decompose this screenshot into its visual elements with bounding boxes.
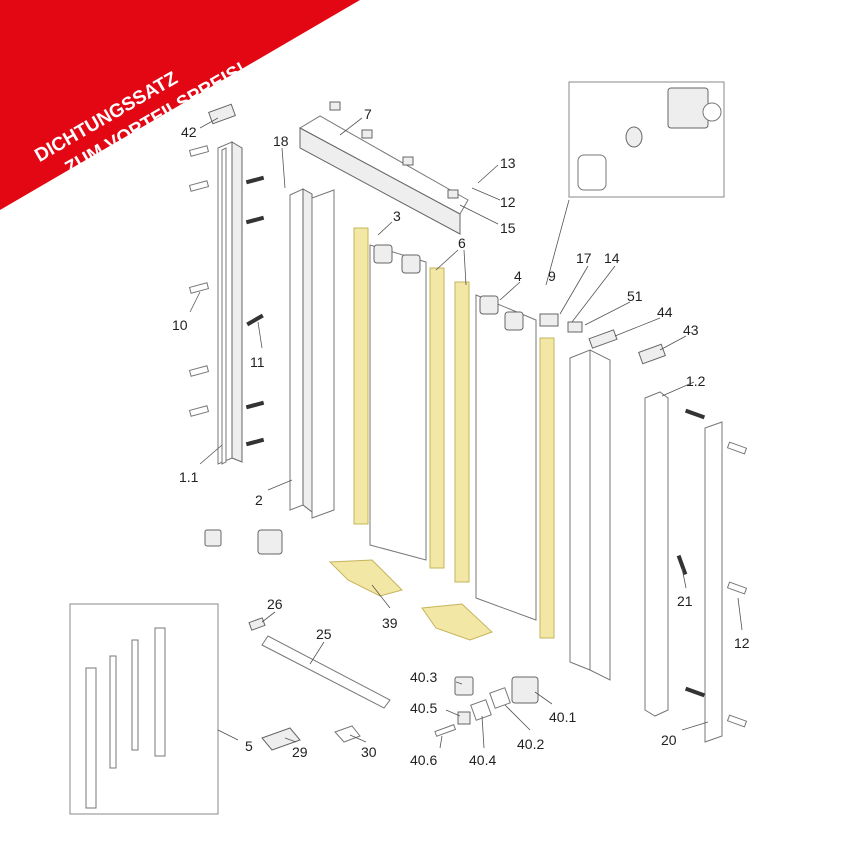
wall-profile-1-2 [644, 391, 669, 717]
seal-6b [454, 281, 470, 583]
label-30: 30 [361, 744, 377, 760]
label-21: 21 [677, 593, 693, 609]
cap-44 [588, 329, 618, 349]
part-40-5 [457, 711, 471, 725]
label-18: 18 [273, 133, 289, 149]
label-9: 9 [548, 268, 556, 284]
label-40-5: 40.5 [410, 700, 437, 716]
banner-background [0, 0, 360, 210]
label-12-top: 12 [500, 194, 516, 210]
label-43: 43 [683, 322, 699, 338]
label-29: 29 [292, 744, 308, 760]
left-bottom-parts-2 [257, 529, 283, 555]
label-1-1: 1.1 [179, 469, 199, 485]
glass-panel-right [475, 294, 537, 621]
screw-40-6 [434, 724, 457, 737]
label-40-2: 40.2 [517, 736, 544, 752]
part-labels: 42 18 7 13 12 15 3 6 4 9 17 14 51 44 43 … [172, 106, 750, 768]
label-40-1: 40.1 [549, 709, 576, 725]
part-30 [334, 725, 361, 743]
inset-5-parts [85, 627, 166, 809]
label-1-2: 1.2 [686, 373, 706, 389]
profile-2 [289, 188, 335, 519]
label-11: 11 [250, 354, 265, 370]
dowels [188, 145, 748, 728]
label-13: 13 [500, 155, 516, 171]
label-10: 10 [172, 317, 188, 333]
part-40-1 [511, 676, 539, 704]
part-40-4 [470, 699, 492, 721]
wall-profile-1-1 [217, 141, 243, 465]
part-51 [567, 321, 583, 333]
label-6: 6 [458, 235, 466, 251]
label-39: 39 [382, 615, 398, 631]
part-40-2 [489, 687, 511, 709]
seal-39a [328, 559, 403, 597]
roller-4d [504, 311, 524, 331]
label-20: 20 [661, 732, 677, 748]
seal-3 [353, 227, 369, 525]
cap-42 [208, 103, 236, 125]
label-2: 2 [255, 492, 263, 508]
label-40-3: 40.3 [410, 669, 437, 685]
label-42: 42 [181, 124, 197, 140]
part-29 [261, 727, 301, 751]
seal-9 [539, 337, 555, 639]
roller-4c [479, 295, 499, 315]
roller-4b [401, 254, 421, 274]
label-51: 51 [627, 288, 643, 304]
label-15: 15 [500, 220, 516, 236]
part-40-3 [454, 676, 474, 696]
seal-39b [421, 603, 493, 641]
promo-banner: DICHTUNGSSATZ ZUM VORTEILSPREIS! [0, 0, 360, 210]
label-3: 3 [393, 208, 401, 224]
profile-20 [704, 421, 723, 743]
label-4: 4 [514, 268, 522, 284]
label-40-4: 40.4 [469, 752, 496, 768]
left-bottom-parts [204, 529, 222, 547]
roller-detail [577, 87, 722, 191]
part-17 [539, 313, 559, 327]
label-40-6: 40.6 [410, 752, 437, 768]
label-14: 14 [604, 250, 620, 266]
label-17: 17 [576, 250, 592, 266]
screws [245, 175, 706, 698]
drip-rail-25 [261, 635, 391, 709]
label-25: 25 [316, 626, 332, 642]
part-26 [248, 617, 266, 631]
top-rail-7 [298, 101, 469, 235]
leader-lines [189, 117, 743, 749]
label-12-bottom: 12 [734, 635, 750, 651]
seal-6a [429, 267, 445, 569]
glass-panel-left [369, 244, 427, 561]
roller-4a [373, 244, 393, 264]
label-44: 44 [657, 304, 673, 320]
cap-43 [638, 343, 666, 365]
label-5: 5 [245, 738, 253, 754]
label-7: 7 [364, 106, 372, 122]
profile-right [569, 349, 611, 681]
label-26: 26 [267, 596, 283, 612]
